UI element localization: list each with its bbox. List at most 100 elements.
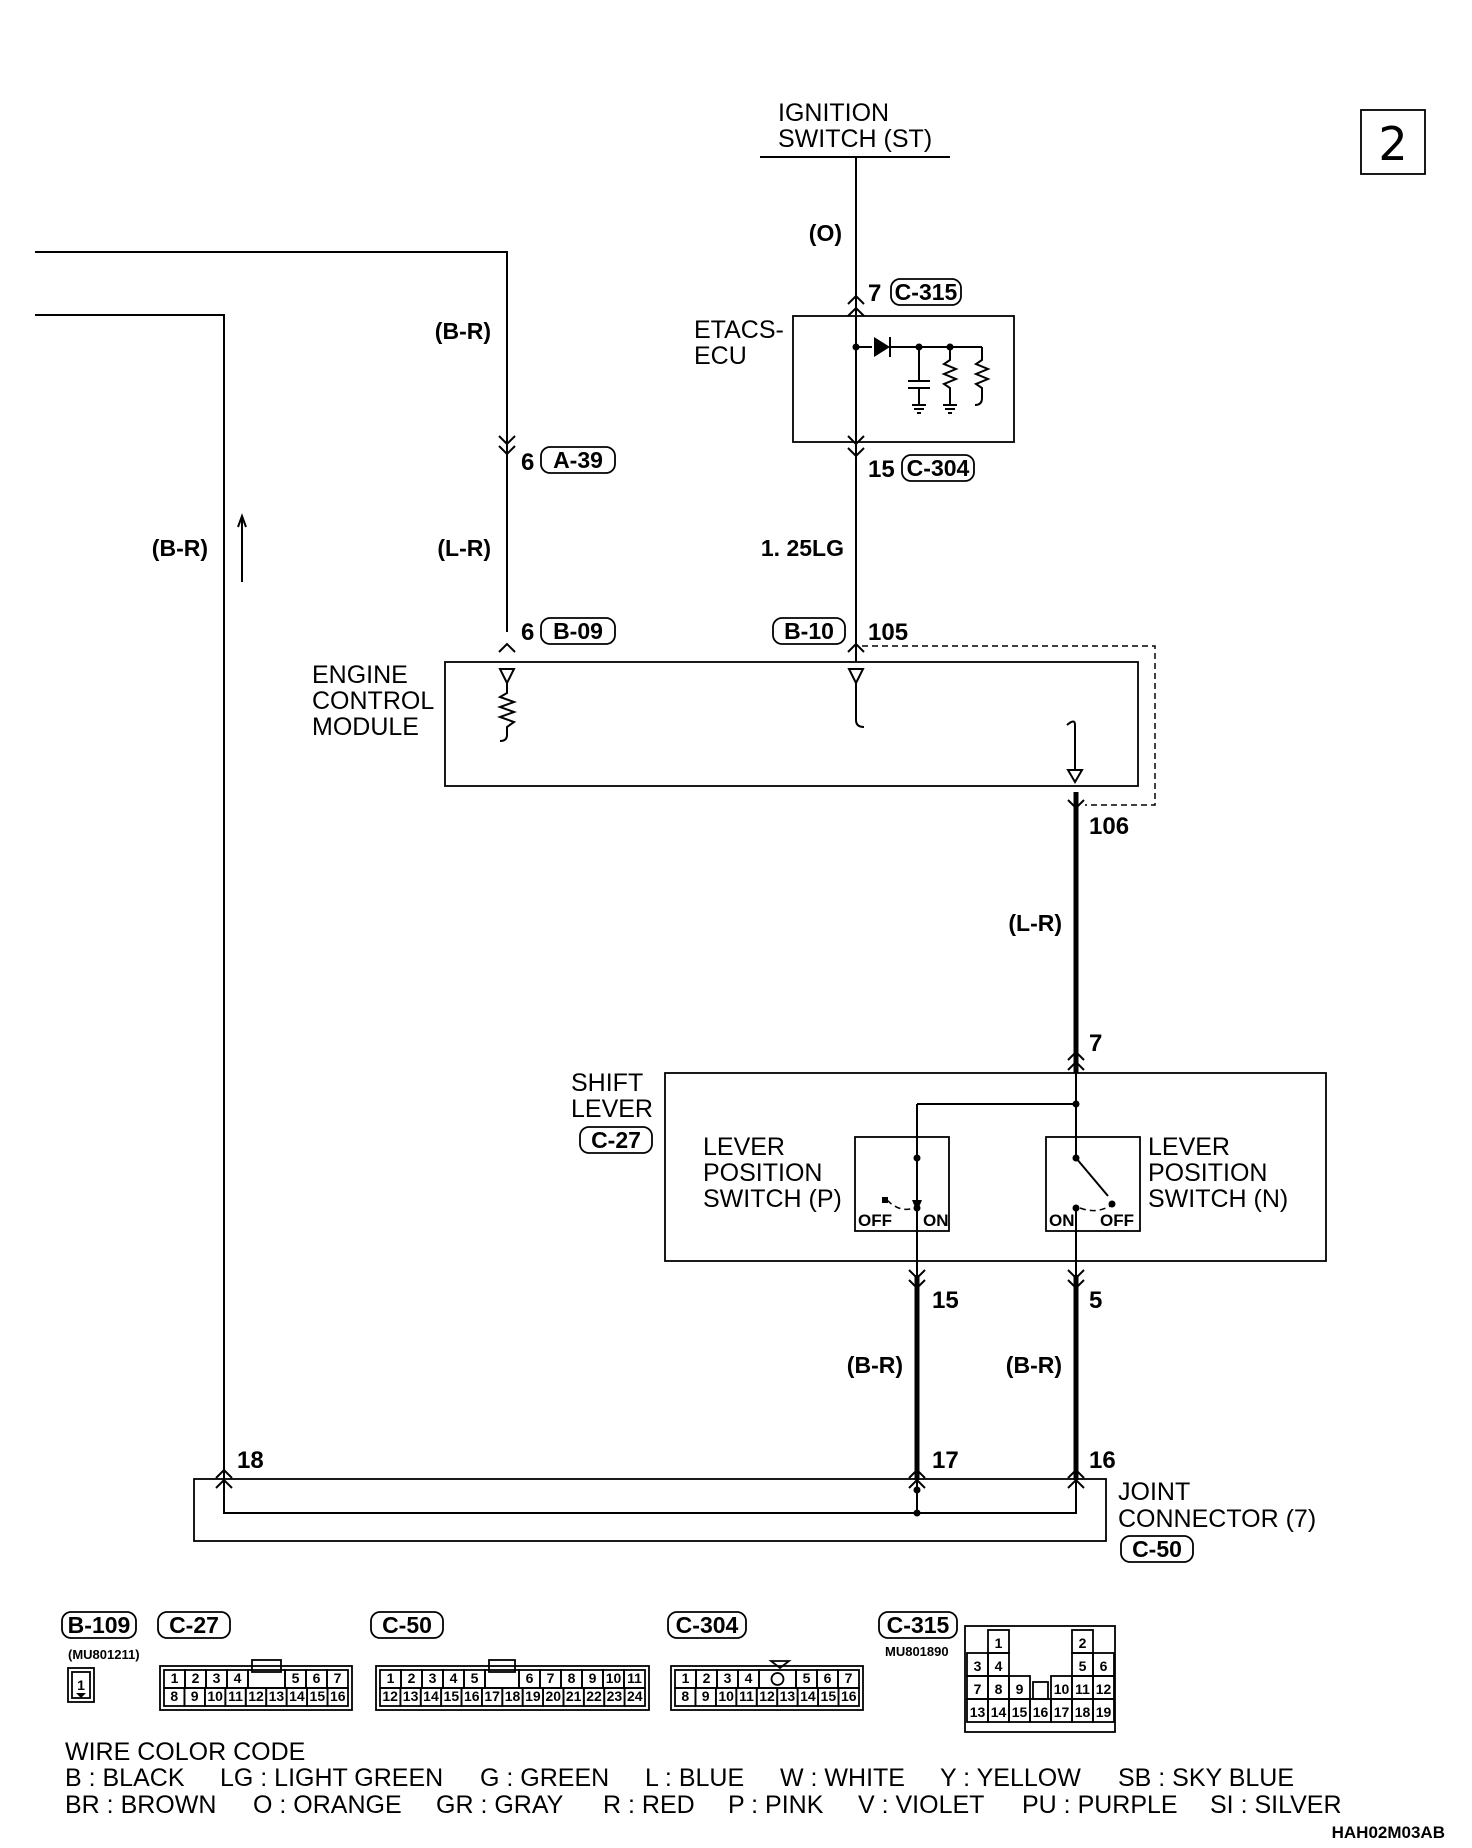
pin-cell: 3 <box>429 1670 437 1686</box>
pin-cell: 13 <box>780 1688 796 1704</box>
pin-cell: 14 <box>800 1688 816 1704</box>
pin-cell: 8 <box>681 1688 689 1704</box>
pin-cell: 5 <box>471 1670 479 1686</box>
pin-cell: 2 <box>408 1670 416 1686</box>
pin-cell: 19 <box>525 1688 541 1704</box>
pin-cell: 8 <box>170 1688 178 1704</box>
pin-cell: 16 <box>330 1688 346 1704</box>
pin-cell: 7 <box>334 1670 342 1686</box>
p-switch-label-3: SWITCH (P) <box>703 1185 842 1213</box>
ecm-label-3: MODULE <box>312 713 419 741</box>
b09-pin: 6 <box>521 619 534 646</box>
page-number: 2 <box>1378 117 1407 171</box>
wire-color-entry: B : BLACK <box>65 1764 185 1792</box>
top-wire-color: (B-R) <box>435 318 491 344</box>
etacs-label-2: ECU <box>694 342 747 370</box>
wire-color-entry: W : WHITE <box>780 1764 905 1792</box>
pin-cell: 15 <box>444 1688 460 1704</box>
shift-lever-in-pin: 7 <box>1089 1030 1102 1057</box>
n-switch-pin: 5 <box>1089 1287 1102 1314</box>
b109-part: (MU801211) <box>68 1647 140 1662</box>
pin-cell: 20 <box>545 1688 561 1704</box>
shift-lever-label-1: SHIFT <box>571 1069 643 1097</box>
a39-connector: A-39 <box>553 447 603 473</box>
pin-cell: 9 <box>1016 1681 1024 1697</box>
wire-color-title: WIRE COLOR CODE <box>65 1738 305 1766</box>
pin-cell: 1 <box>387 1670 395 1686</box>
page-number-box: 2 <box>1360 109 1426 175</box>
pin-cell: 17 <box>484 1688 500 1704</box>
pin-cell: 8 <box>995 1681 1003 1697</box>
p-switch-on: ON <box>923 1211 949 1230</box>
pin-cell: 21 <box>566 1688 582 1704</box>
n-switch-wire-color: (B-R) <box>1006 1352 1062 1378</box>
pin-cell: 23 <box>607 1688 623 1704</box>
wire-color-entry: R : RED <box>603 1791 695 1819</box>
pin-cell: 16 <box>464 1688 480 1704</box>
ignition-switch: IGNITION SWITCH (ST) (O) <box>760 99 950 315</box>
pin-cell: 1 <box>995 1635 1003 1651</box>
pin-cell: 3 <box>724 1670 732 1686</box>
c315-name: C-315 <box>887 1612 950 1638</box>
pin-cell: 4 <box>745 1670 753 1686</box>
pin-cell: 13 <box>269 1688 285 1704</box>
etacs-pin-out: 15 <box>868 456 895 483</box>
pin-cell: 3 <box>974 1658 982 1674</box>
ecm-wire-color: (L-R) <box>437 535 491 561</box>
pin-cell: 12 <box>248 1688 264 1704</box>
engine-control-module: ENGINE CONTROL MODULE B-10 105 106 (L-R) <box>312 617 1156 1073</box>
etacs-conn-in: C-315 <box>895 279 958 305</box>
b09-connector: B-09 <box>553 618 603 644</box>
n-switch-label-3: SWITCH (N) <box>1148 1185 1288 1213</box>
n-switch-label-2: POSITION <box>1148 1159 1267 1187</box>
pin-cell: 2 <box>192 1670 200 1686</box>
a39-pin: 6 <box>521 449 534 476</box>
wire-color-entry: L : BLUE <box>645 1764 744 1792</box>
c315-part: MU801890 <box>885 1644 949 1659</box>
shift-lever-label-2: LEVER <box>571 1095 653 1123</box>
p-switch-label-1: LEVER <box>703 1133 785 1161</box>
pin-cell: 18 <box>1075 1704 1091 1720</box>
pin-cell: 10 <box>207 1688 223 1704</box>
pin-cell: 18 <box>505 1688 521 1704</box>
pin-cell: 4 <box>234 1670 242 1686</box>
wire-color-entry: PU : PURPLE <box>1022 1791 1178 1819</box>
n-switch-off: OFF <box>1100 1211 1134 1230</box>
wire-color-entry: GR : GRAY <box>436 1791 564 1819</box>
pin-cell: 8 <box>568 1670 576 1686</box>
wire-color-entry: O : ORANGE <box>253 1791 402 1819</box>
etacs-wire-out: 1. 25LG <box>761 535 844 561</box>
pin-cell: 9 <box>589 1670 597 1686</box>
pin-cell: 15 <box>1012 1704 1028 1720</box>
pin-cell: 5 <box>292 1670 300 1686</box>
p-switch-wire-color: (B-R) <box>847 1352 903 1378</box>
joint-connector-id: C-50 <box>1132 1536 1182 1562</box>
joint-label-1: JOINT <box>1118 1478 1190 1506</box>
c50-name: C-50 <box>382 1612 432 1638</box>
wire-color-entry: SI : SILVER <box>1210 1791 1342 1819</box>
etacs-label-1: ETACS- <box>694 316 784 344</box>
wire-color-entry: Y : YELLOW <box>940 1764 1081 1792</box>
pin-cell: 10 <box>1054 1681 1070 1697</box>
joint-label-2: CONNECTOR (7) <box>1118 1505 1316 1533</box>
pin-cell: 6 <box>824 1670 832 1686</box>
pin-cell: 11 <box>1075 1681 1090 1697</box>
etacs-ecu: ETACS- ECU 7 C-315 15 C-304 1. 25LG <box>694 278 1015 632</box>
pin-cell: 5 <box>803 1670 811 1686</box>
pin-cell: 12 <box>382 1688 398 1704</box>
ignition-label-2: SWITCH (ST) <box>778 125 932 153</box>
wire-color-entry: BR : BROWN <box>65 1791 216 1819</box>
pin-cell: 19 <box>1096 1704 1112 1720</box>
ignition-label-1: IGNITION <box>778 99 889 127</box>
pin-cell: 10 <box>606 1670 622 1686</box>
pin-cell: 12 <box>759 1688 775 1704</box>
ecm-out-wire-color: (L-R) <box>1008 910 1062 936</box>
pin-cell: 2 <box>1079 1635 1087 1651</box>
pin-cell: 16 <box>841 1688 857 1704</box>
pin-cell: 12 <box>1096 1681 1112 1697</box>
pin-cell: 16 <box>1033 1704 1049 1720</box>
shift-lever-connector: C-27 <box>591 1127 641 1153</box>
